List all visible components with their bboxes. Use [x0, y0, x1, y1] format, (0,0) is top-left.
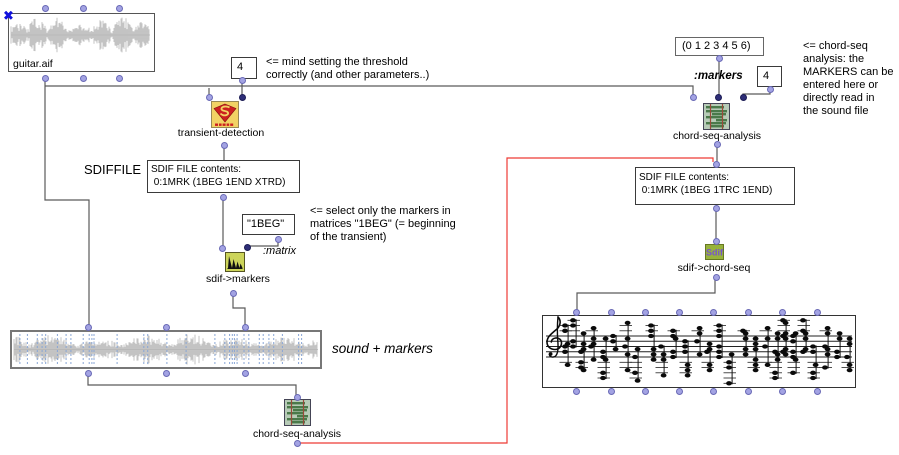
port-dot[interactable] — [607, 387, 615, 395]
port-dot[interactable] — [675, 387, 683, 395]
port-dot[interactable] — [218, 244, 226, 252]
port-dot[interactable] — [162, 323, 170, 331]
transient-detection-box[interactable] — [211, 101, 239, 133]
markers-list-box[interactable]: (0 1 2 3 4 5 6) — [675, 37, 764, 56]
port-dot[interactable] — [238, 76, 246, 84]
port-dot[interactable] — [766, 85, 774, 93]
port-dot[interactable] — [607, 308, 615, 316]
port-dot[interactable] — [115, 74, 123, 82]
sdif-icon: Sdif — [705, 244, 724, 260]
comment-threshold: <= mind setting the threshold correctly … — [266, 56, 430, 81]
port-dot[interactable] — [293, 439, 301, 447]
chord-seq-analysis-box-top[interactable] — [703, 103, 730, 135]
port-dot[interactable] — [220, 141, 228, 149]
port-dot[interactable] — [84, 323, 92, 331]
markers-keyword: :markers — [694, 70, 743, 82]
port-dot[interactable] — [713, 140, 721, 148]
port-dot[interactable] — [778, 308, 786, 316]
comment-select-markers: <= select only the markers in matrices "… — [310, 205, 456, 243]
sound-box-guitar[interactable]: ✖ guitar.aif — [3, 9, 155, 72]
sdiffile-box-left[interactable]: SDIF FILE contents: 0:1MRK (1BEG 1END XT… — [147, 160, 300, 193]
sound-markers-box[interactable] — [10, 330, 322, 369]
chord-seq-analysis-icon — [703, 103, 730, 130]
port-dot[interactable] — [712, 273, 720, 281]
connected-port-dot[interactable] — [238, 93, 246, 101]
port-dot[interactable] — [79, 74, 87, 82]
waveform-markers-display — [13, 334, 318, 365]
port-dot[interactable] — [84, 369, 92, 377]
port-dot[interactable] — [162, 369, 170, 377]
port-dot[interactable] — [689, 93, 697, 101]
port-dot[interactable] — [115, 4, 123, 12]
sound-markers-caption: sound + markers — [332, 341, 433, 356]
connected-port-dot[interactable] — [243, 243, 251, 251]
port-dot[interactable] — [241, 369, 249, 377]
port-dot[interactable] — [572, 308, 580, 316]
port-dot[interactable] — [641, 387, 649, 395]
markers-icon — [225, 252, 245, 272]
close-icon[interactable]: ✖ — [3, 9, 14, 24]
sdif-chordseq-box[interactable]: Sdif — [705, 244, 724, 265]
port-dot[interactable] — [712, 204, 720, 212]
port-dot[interactable] — [744, 387, 752, 395]
waveform-display — [10, 17, 150, 53]
port-dot[interactable] — [778, 387, 786, 395]
port-dot[interactable] — [675, 308, 683, 316]
port-dot[interactable] — [274, 235, 282, 243]
sdif-markers-box[interactable] — [225, 252, 245, 277]
port-dot[interactable] — [205, 93, 213, 101]
port-dot[interactable] — [293, 393, 301, 401]
sound-file-name: guitar.aif — [13, 58, 53, 70]
connected-port-dot[interactable] — [739, 93, 747, 101]
chord-seq-analysis-box-bottom[interactable] — [284, 399, 311, 431]
sdif-chordseq-label: sdif->chord-seq — [677, 262, 751, 274]
svg-text:Sdif: Sdif — [706, 248, 724, 258]
port-dot[interactable] — [641, 308, 649, 316]
port-dot[interactable] — [41, 4, 49, 12]
port-dot[interactable] — [709, 308, 717, 316]
sdiffile-title: SDIFFILE — [84, 162, 142, 177]
port-dot[interactable] — [709, 387, 717, 395]
port-dot[interactable] — [715, 54, 723, 62]
sdif-markers-label: sdif->markers — [206, 273, 270, 285]
port-dot[interactable] — [229, 289, 237, 297]
port-dot[interactable] — [744, 308, 752, 316]
chord-seq-score-box[interactable] — [542, 315, 856, 388]
port-dot[interactable] — [572, 387, 580, 395]
port-dot[interactable] — [712, 237, 720, 245]
supervp-icon — [211, 101, 239, 128]
port-dot[interactable] — [79, 4, 87, 12]
port-dot[interactable] — [219, 193, 227, 201]
transient-detection-label: transient-detection — [177, 127, 265, 139]
matrix-name-box[interactable]: "1BEG" — [242, 214, 295, 235]
chord-seq-analysis-icon — [284, 399, 311, 426]
port-dot[interactable] — [813, 308, 821, 316]
connected-port-dot[interactable] — [714, 93, 722, 101]
port-dot[interactable] — [712, 160, 720, 168]
port-dot[interactable] — [41, 74, 49, 82]
threshold-value-box[interactable]: 4 — [231, 57, 257, 79]
comment-chordseq: <= chord-seq analysis: the MARKERS can b… — [803, 40, 894, 117]
chord-seq-analysis-label-bottom: chord-seq-analysis — [252, 428, 342, 440]
matrix-keyword: :matrix — [263, 245, 296, 257]
chord-seq-analysis-label-top: chord-seq-analysis — [672, 130, 762, 142]
threshold-value-box-right[interactable]: 4 — [757, 66, 782, 87]
port-dot[interactable] — [241, 323, 249, 331]
port-dot[interactable] — [813, 387, 821, 395]
sdiffile-box-right[interactable]: SDIF FILE contents: 0:1MRK (1BEG 1TRC 1E… — [635, 167, 795, 205]
score-display — [546, 316, 854, 386]
